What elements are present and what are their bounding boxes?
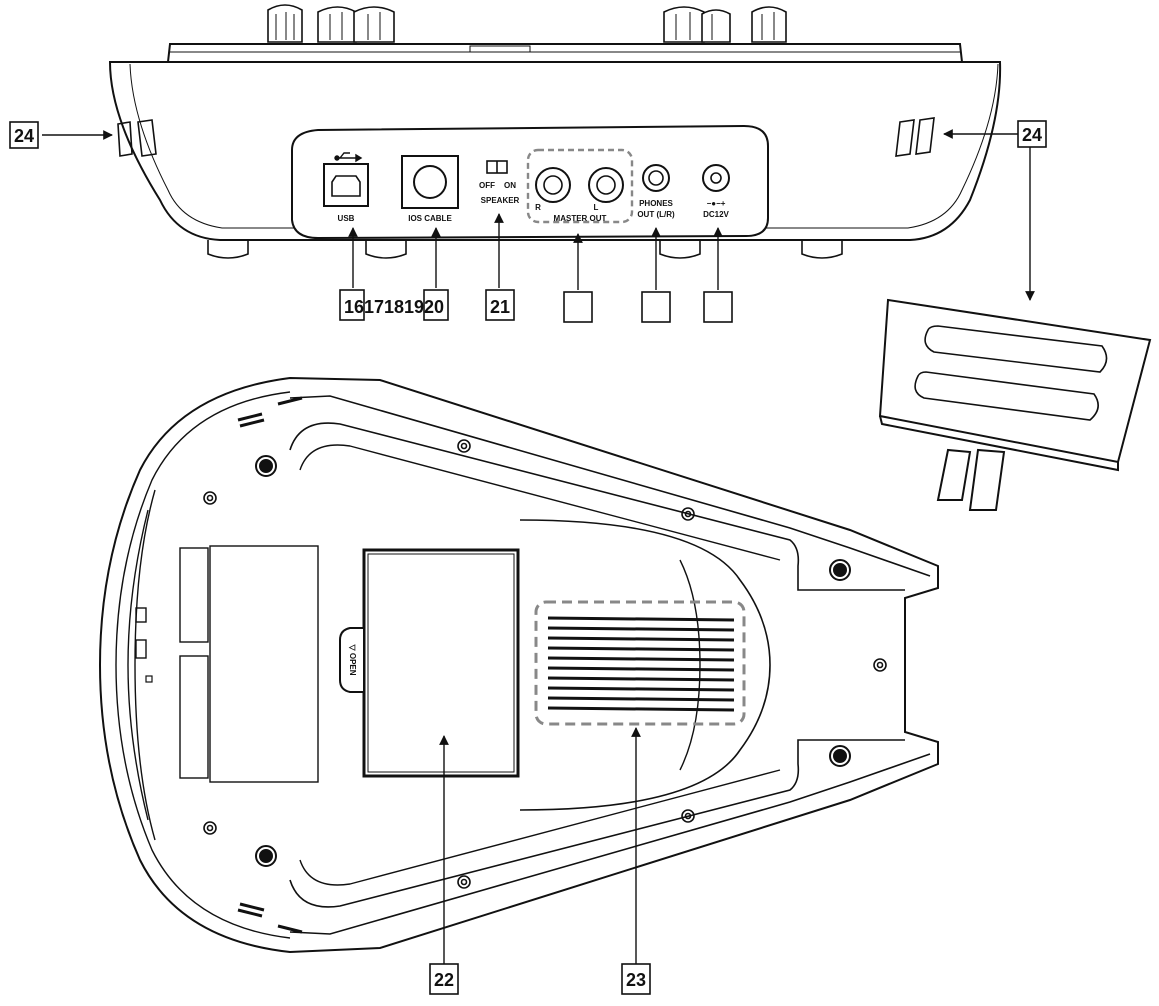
label-panel-top xyxy=(179,547,209,643)
screws xyxy=(203,439,887,889)
dc-polarity-label: −●−+ xyxy=(707,199,726,208)
svg-text:24: 24 xyxy=(14,126,34,146)
battery-latch xyxy=(339,627,365,693)
speaker-label: SPEAKER xyxy=(481,196,520,205)
master-out-l-jack xyxy=(588,167,624,203)
label-panel-bottom xyxy=(179,655,209,779)
callout-usb-group: 1617181920 xyxy=(339,289,449,321)
callout-feet-right: 24 xyxy=(1017,120,1047,148)
speaker-grille xyxy=(534,600,746,726)
callout-speaker-switch: 21 xyxy=(485,289,515,321)
master-out-r-jack xyxy=(535,167,571,203)
svg-text:1617181920: 1617181920 xyxy=(344,297,444,317)
svg-text:24: 24 xyxy=(1022,125,1042,145)
rear-feet xyxy=(207,240,843,259)
callout-feet-left: 24 xyxy=(9,121,39,149)
usb-icon xyxy=(334,152,363,163)
usb-label: USB xyxy=(338,214,355,223)
master-out-label: MASTER OUT xyxy=(554,214,607,223)
detached-foot xyxy=(878,298,1152,511)
phones-label: PHONES xyxy=(639,199,673,208)
master-l-label: L xyxy=(594,203,599,212)
dc-jack xyxy=(702,164,730,192)
master-r-label: R xyxy=(535,203,541,212)
callout-battery-cover: 22 xyxy=(429,963,459,995)
svg-text:22: 22 xyxy=(434,970,454,990)
battery-open-label: ▽ OPEN xyxy=(348,643,357,675)
switch-on-label: ON xyxy=(504,181,516,190)
svg-text:23: 23 xyxy=(626,970,646,990)
bottom-outline xyxy=(98,376,939,954)
connector-panel xyxy=(291,124,769,240)
battery-cover xyxy=(362,548,520,778)
inner-u-arm-top xyxy=(289,395,931,591)
callout-master-out xyxy=(563,291,593,323)
rating-plate xyxy=(209,545,319,783)
svg-text:21: 21 xyxy=(490,297,510,317)
phones-jack xyxy=(642,164,670,192)
ios-cable-port xyxy=(401,155,459,209)
callout-phones xyxy=(641,291,671,323)
inner-u-arm-bottom xyxy=(289,739,931,935)
dc-label: DC12V xyxy=(703,210,729,219)
grille-housing xyxy=(519,519,771,811)
bottom-view xyxy=(98,376,939,954)
rear-view xyxy=(108,4,1002,259)
ios-cable-label: IOS CABLE xyxy=(408,214,452,223)
callout-speaker-grille: 23 xyxy=(621,963,651,995)
rear-leader-lines xyxy=(42,129,1035,301)
master-out-group xyxy=(526,148,634,224)
side-slots-left xyxy=(117,119,157,157)
bottom-feet xyxy=(255,455,851,867)
knob-group-left xyxy=(267,4,395,43)
side-slots-right xyxy=(895,117,935,157)
usb-port xyxy=(323,163,369,207)
callout-dc xyxy=(703,291,733,323)
knob-group-right xyxy=(663,6,787,43)
top-deck xyxy=(166,43,964,63)
switch-off-label: OFF xyxy=(479,181,495,190)
phones-out-label: OUT (L/R) xyxy=(637,210,675,219)
bottom-leader-lines xyxy=(439,727,641,964)
